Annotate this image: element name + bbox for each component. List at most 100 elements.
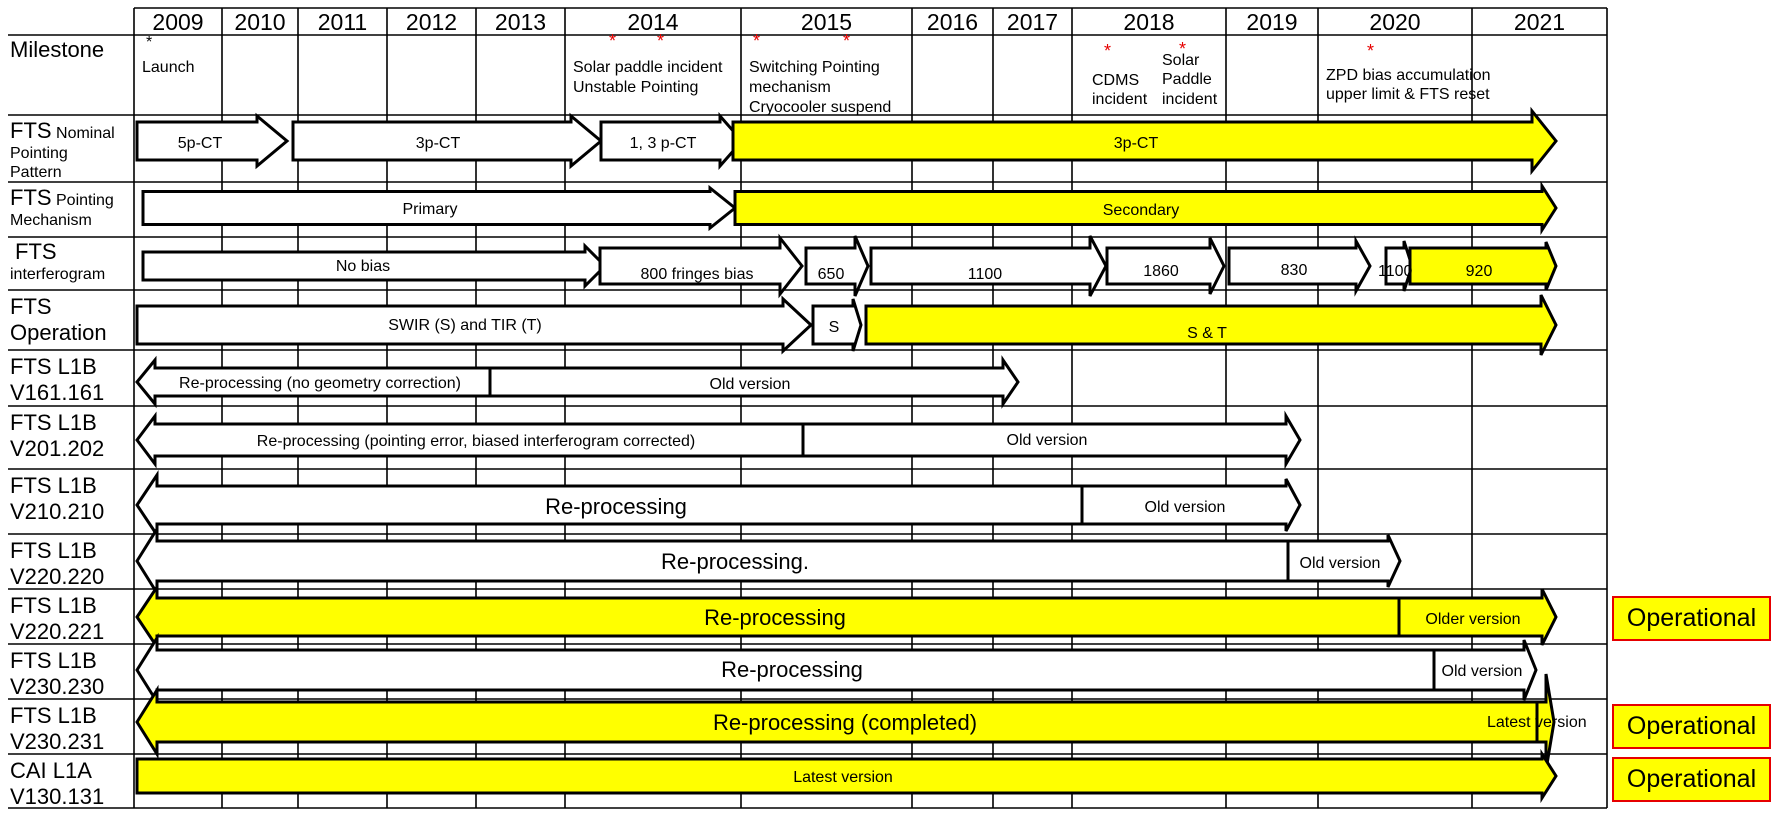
bar-old-version-220 <box>1286 534 1402 588</box>
row-label-l1b-210-version: V210.210 <box>10 499 104 524</box>
row-label-operation: FTS <box>10 294 52 319</box>
milestone-2020-line1: upper limit & FTS reset <box>1326 86 1490 103</box>
bar-old-version-202 <box>801 410 1302 470</box>
milestone-star-cdms: * <box>1104 41 1111 61</box>
bar-label-cai-latest-version: Latest version <box>793 769 893 786</box>
milestone-star-cryocooler: * <box>843 31 850 51</box>
bar-label-920: 920 <box>1466 263 1493 280</box>
row-label-cai-l1a: CAI L1A <box>10 758 92 783</box>
year-header-2020: 2020 <box>1369 9 1420 35</box>
bar-label-1860: 1860 <box>1143 263 1179 280</box>
bar-older-version-221 <box>1397 588 1558 646</box>
milestone-cdms-line0: CDMS <box>1092 72 1139 89</box>
milestone-star-zpd: * <box>1367 41 1374 61</box>
milestone-2018-line1: Paddle <box>1162 71 1212 88</box>
year-header-2011: 2011 <box>318 9 367 35</box>
year-header-2013: 2013 <box>495 9 546 35</box>
bar-label-reprocessing-230: Re-processing <box>721 657 863 682</box>
bar-label-reprocessing-210: Re-processing <box>545 494 687 519</box>
row-label-l1b-161: FTS L1B <box>10 354 97 379</box>
bar-label-reprocessing-220: Re-processing. <box>661 549 809 574</box>
milestone-2015-line0: Switching Pointing <box>749 59 880 76</box>
bar-800-fringes <box>598 233 804 299</box>
year-header-2009: 2009 <box>152 9 203 35</box>
bar-920 <box>1408 241 1558 291</box>
year-header-2021: 2021 <box>1514 9 1565 35</box>
bar-label-old-version-220: Old version <box>1300 555 1381 572</box>
bar-650 <box>804 235 870 297</box>
bar-label-reprocessing-221: Re-processing <box>704 605 846 630</box>
bar-1-3p-ct <box>599 112 744 170</box>
year-header-2018: 2018 <box>1123 9 1174 35</box>
operational-badge-v230-231: Operational <box>1612 704 1771 749</box>
row-label-l1b-220-version: V220.220 <box>10 564 104 589</box>
bar-old-version-210 <box>1080 478 1302 532</box>
operational-badge-cai-l1a: Operational <box>1612 757 1771 802</box>
bar-label-reprocessing-231: Re-processing (completed) <box>713 710 977 735</box>
bar-label-1100-late: 1100 <box>1378 263 1413 280</box>
bar-1100 <box>869 235 1108 297</box>
bar-label-reprocessing-202: Re-processing (pointing error, biased in… <box>257 433 695 450</box>
milestone-2018-line2: incident <box>1162 91 1218 108</box>
row-label-l1b-202: FTS L1B <box>10 410 97 435</box>
milestone-2015-line2: Cryocooler suspend <box>749 99 891 116</box>
year-header-2019: 2019 <box>1246 9 1297 35</box>
bar-label-no-bias: No bias <box>336 258 390 275</box>
bar-label-latest-version-231: Latest version <box>1487 714 1587 731</box>
bar-label-1-3p-ct: 1, 3 p-CT <box>630 135 697 152</box>
bar-latest-version-231 <box>1535 673 1556 771</box>
milestone-star-switching: * <box>753 31 760 51</box>
year-header-2014: 2014 <box>627 9 678 35</box>
milestone-star-unstable: * <box>657 31 664 51</box>
milestone-2018-line0: Solar <box>1162 52 1200 69</box>
row-label-l1b-202-version: V201.202 <box>10 436 104 461</box>
bar-label-primary: Primary <box>402 201 457 218</box>
milestone-star-solar-paddle-2018: * <box>1179 39 1186 59</box>
row-label-l1b-220: FTS L1B <box>10 538 97 563</box>
row-label-pointing-pattern-line1: Pattern <box>10 164 62 181</box>
year-header-2015: 2015 <box>801 9 852 35</box>
year-header-2010: 2010 <box>234 9 285 35</box>
row-label-operation-version: Operation <box>10 320 107 345</box>
bar-cai-latest-version <box>135 748 1558 804</box>
year-header-2012: 2012 <box>406 9 457 35</box>
milestone-star-solar-paddle: * <box>609 31 616 51</box>
row-label-l1b-230: FTS L1B <box>10 648 97 673</box>
bar-label-3p-ct-yellow: 3p-CT <box>1114 135 1159 152</box>
bar-label-old-version-210: Old version <box>1145 499 1226 516</box>
bar-830 <box>1227 235 1372 297</box>
year-header-2016: 2016 <box>927 9 978 35</box>
milestone-cdms-line1: incident <box>1092 91 1148 108</box>
row-label-interferogram-line0: interferogram <box>10 266 105 283</box>
milestone-2015-line1: mechanism <box>749 79 831 96</box>
milestone-launch-text: Launch <box>142 59 195 76</box>
bar-label-650: 650 <box>818 266 845 283</box>
row-label-interferogram: FTS <box>15 239 57 264</box>
row-label-pointing-pattern-line0: Pointing <box>10 145 68 162</box>
bar-label-swir-tir: SWIR (S) and TIR (T) <box>388 317 542 334</box>
row-label-l1b-161-version: V161.161 <box>10 380 104 405</box>
row-label-l1b-231: FTS L1B <box>10 703 97 728</box>
bar-3p-ct-early <box>291 112 604 170</box>
milestone-2014-line0: Solar paddle incident <box>573 59 723 76</box>
bar-label-reprocessing-161: Re-processing (no geometry correction) <box>179 375 461 392</box>
row-label-l1b-221-version: V220.221 <box>10 619 104 644</box>
bar-label-old-version-161: Old version <box>710 376 791 393</box>
milestone-star-launch: * <box>146 34 152 51</box>
bar-3p-ct-yellow <box>731 106 1558 176</box>
bar-1860 <box>1105 237 1226 295</box>
bar-primary <box>141 184 738 232</box>
bar-secondary <box>733 180 1558 236</box>
milestone-2020-line0: ZPD bias accumulation <box>1326 67 1491 84</box>
bar-no-bias <box>141 242 608 290</box>
bar-label-s: S <box>829 319 840 336</box>
bar-label-5p-ct: 5p-CT <box>178 135 223 152</box>
bar-label-1100: 1100 <box>968 266 1003 283</box>
row-label-l1b-210: FTS L1B <box>10 473 97 498</box>
bar-s-and-t <box>864 294 1558 356</box>
row-label-milestone: Milestone <box>10 37 104 62</box>
bar-5p-ct <box>135 112 290 170</box>
bar-1100-late <box>1384 240 1414 292</box>
milestone-2014-line1: Unstable Pointing <box>573 79 698 96</box>
